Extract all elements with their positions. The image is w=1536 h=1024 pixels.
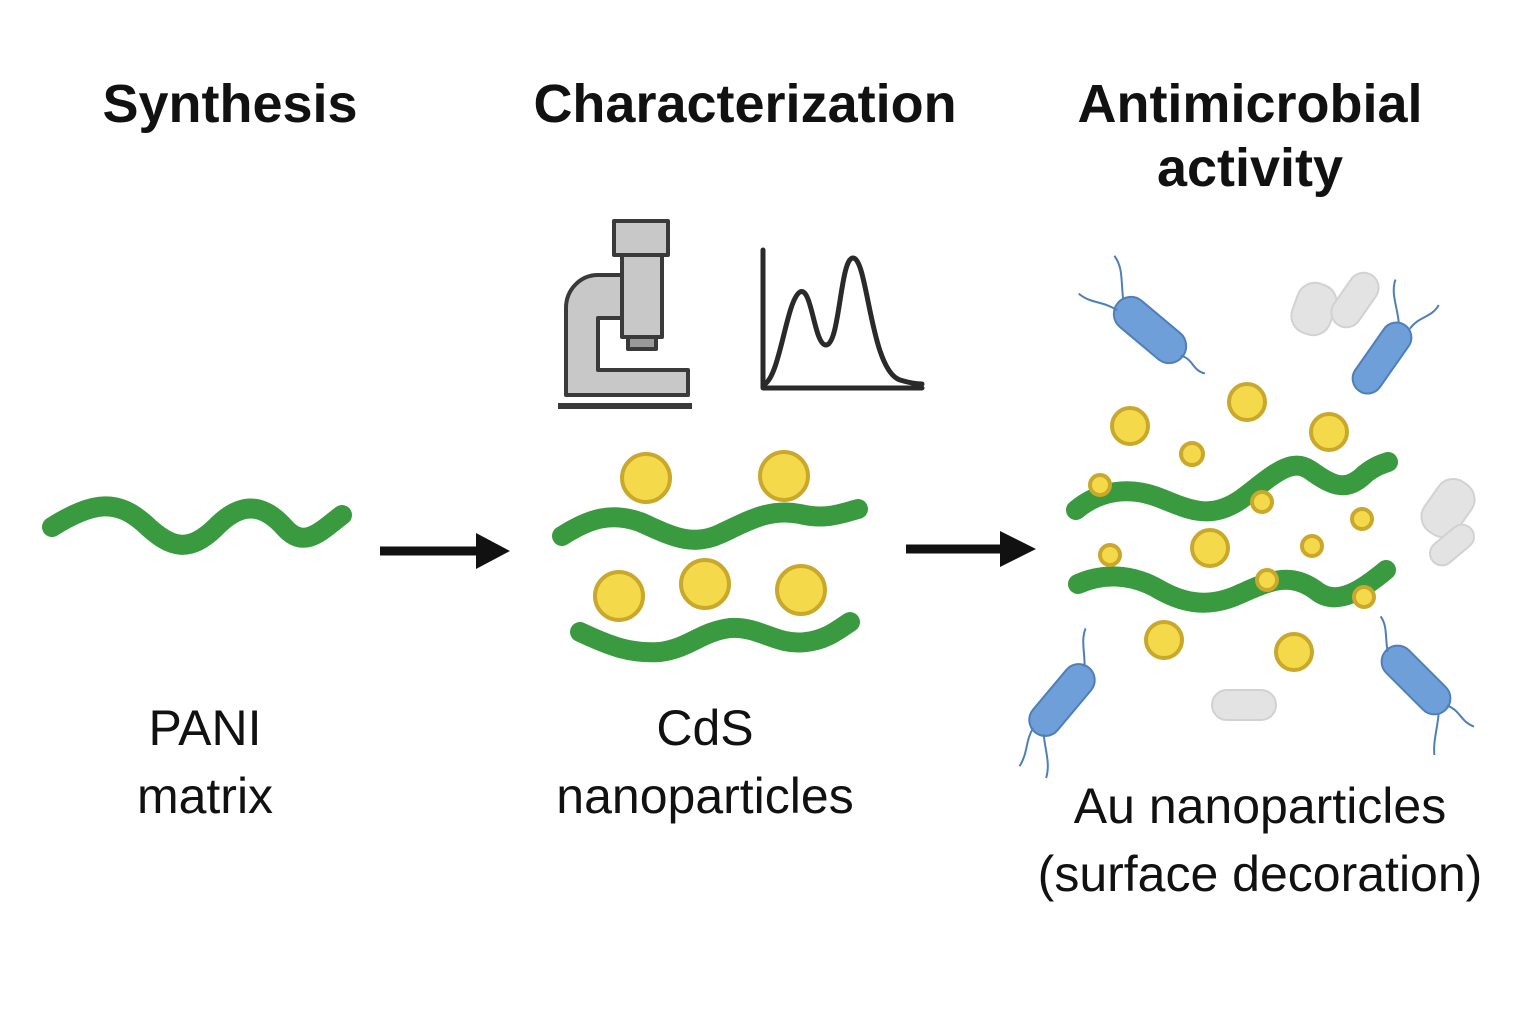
nanoparticle [620,452,672,504]
microscope-icon [558,219,692,409]
stage-label-pani: PANI matrix [136,700,274,824]
nanoparticle [593,570,645,622]
stage-heading-synthesis: Synthesis [102,74,358,134]
nanoparticle [1352,585,1376,609]
nanoparticle [775,564,827,616]
nanoparticle [1250,490,1274,514]
au-nanoparticles [1088,382,1376,672]
nanoparticle [1255,568,1279,592]
nanoparticle [679,558,731,610]
bacteria-icon [1351,279,1440,395]
nanoparticle [1179,441,1205,467]
pani-polymer-chain [42,496,352,555]
stage-label-cds: CdS nanoparticles [556,700,854,824]
nanoparticle [1110,406,1150,446]
nanoparticle [1309,412,1349,452]
stage-label-au: Au nanoparticles (surface decoration) [1037,778,1483,902]
au-polymer-chain [1066,452,1398,522]
nanoparticle [1274,632,1314,672]
cds-polymer-chain [570,612,860,663]
cds-polymer-chain [552,499,868,550]
au-polymer-chain [1068,560,1396,613]
nanoparticle [1190,528,1230,568]
cds-nanoparticles [593,450,827,622]
nanoparticle [1088,473,1112,497]
stage-heading-antimicrobial: Antimicrobial activity [1077,74,1423,198]
spectrum-peak-icon [760,247,925,391]
arrow-icon [380,533,510,569]
dead-cell-icon [1211,271,1476,721]
nanoparticle [1300,534,1324,558]
stage-heading-characterization: Characterization [533,74,957,134]
bacteria-icon [1379,615,1475,756]
nanoparticle [1098,543,1122,567]
nanoparticle [758,450,810,502]
nanoparticle [1144,620,1184,660]
bacteria-icon [1078,255,1206,375]
arrow-icon [906,531,1036,567]
nanoparticle [1227,382,1267,422]
bacteria-icon [1018,628,1096,779]
nanoparticle [1350,507,1374,531]
